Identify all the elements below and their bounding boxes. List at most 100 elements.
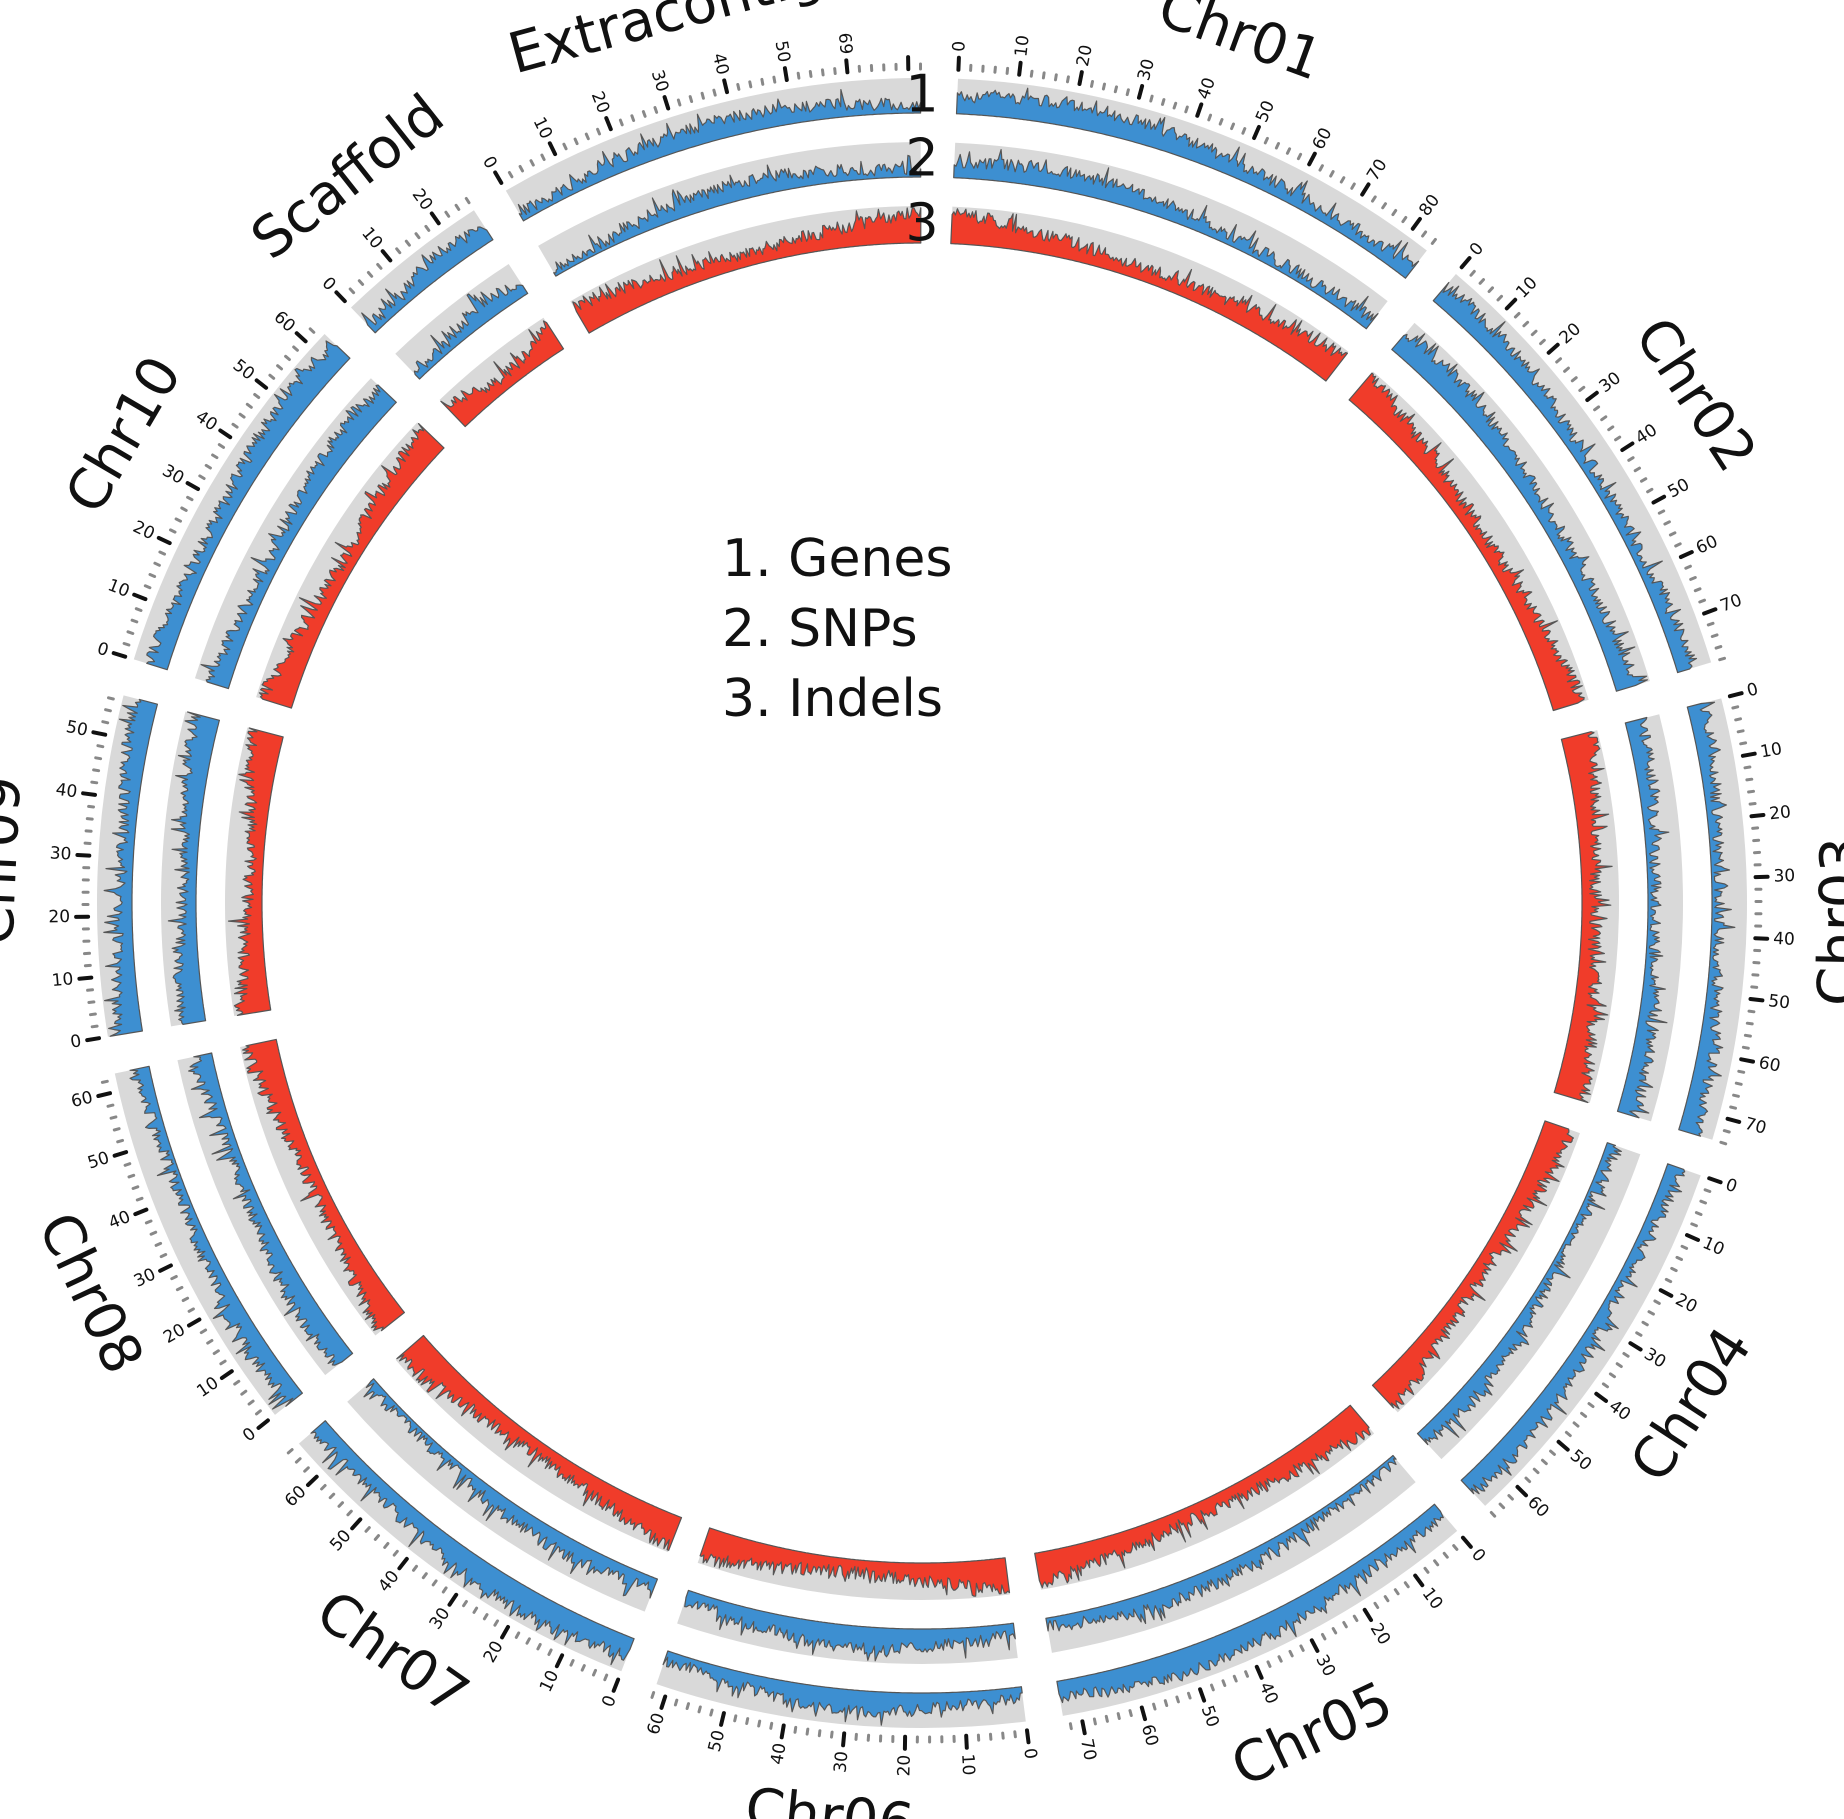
tick-label: 30 [1134, 57, 1159, 83]
tick-major [1707, 1176, 1723, 1185]
tick-minor [1041, 71, 1046, 80]
tick-major [1461, 1535, 1473, 1549]
tick-minor [404, 239, 411, 247]
tick-label: 60 [1523, 1492, 1552, 1521]
tick-major [964, 1733, 969, 1750]
tick-label: 60 [1309, 125, 1337, 153]
tick-minor [748, 80, 753, 89]
tick-minor [1241, 127, 1247, 135]
tick-major [1748, 997, 1765, 1003]
tick-minor [1653, 1299, 1661, 1305]
tick-minor [143, 584, 152, 590]
tick-minor [1116, 1712, 1121, 1720]
tick-minor [112, 1127, 121, 1132]
tick-minor [1690, 1222, 1698, 1228]
tick-minor [1668, 531, 1677, 537]
tick-minor [303, 1466, 310, 1473]
tick-minor [1664, 1277, 1673, 1284]
tick-minor [233, 1379, 241, 1386]
tick-minor [462, 1600, 468, 1608]
tick-minor [1277, 1655, 1283, 1663]
tick-label: 30 [1773, 866, 1795, 887]
tick-label: 10 [1759, 739, 1784, 763]
tick-minor [772, 75, 777, 84]
tick-minor [170, 1275, 178, 1281]
tick-minor [793, 1725, 798, 1734]
tick-label: 40 [1773, 929, 1795, 950]
tick-label: 40 [1605, 1396, 1634, 1425]
tick-major [1362, 1607, 1373, 1622]
track-number-labels: 123 [905, 65, 938, 254]
tick-label: 20 [480, 1638, 508, 1667]
tick-minor [1736, 729, 1745, 734]
tick-minor [1149, 94, 1154, 103]
tick-major [1195, 102, 1204, 118]
segment-label-chr02: Chr02 [1622, 306, 1769, 483]
tick-minor [1647, 1310, 1655, 1316]
tick-minor [1329, 170, 1335, 178]
tick-minor [238, 412, 246, 419]
tick-minor [769, 1721, 774, 1730]
track-3-chr07 [396, 1334, 683, 1551]
tick-minor [421, 1572, 428, 1580]
tick-minor [154, 1241, 163, 1247]
tick-minor [94, 756, 103, 761]
tick-major [256, 1418, 270, 1430]
tick-minor [1555, 357, 1562, 364]
tick-minor [1734, 717, 1742, 722]
tick-minor [1600, 415, 1608, 422]
tick-label: 10 [957, 1753, 978, 1776]
segment-label-scaffold: Scaffold [240, 82, 456, 272]
tick-major [158, 1263, 173, 1273]
tick-label: 50 [1252, 98, 1279, 126]
tick-minor [592, 1668, 597, 1677]
tick-minor [1403, 1581, 1410, 1589]
tick-minor [712, 88, 717, 97]
tick-minor [1739, 741, 1748, 746]
tick-minor [745, 1717, 750, 1725]
tick-minor [1693, 587, 1702, 593]
tick-minor [796, 71, 801, 80]
tick-label: 20 [160, 1320, 189, 1348]
tick-minor [1578, 385, 1586, 392]
tick-major [1749, 813, 1766, 819]
tick-minor [1731, 705, 1740, 710]
track-3-chr05 [1034, 1404, 1371, 1589]
tick-minor [292, 345, 299, 352]
tick-minor [1401, 216, 1408, 224]
legend: 1. Genes 2. SNPs 3. Indels [722, 529, 952, 729]
tick-minor [1732, 1093, 1740, 1098]
tick-minor [1068, 1722, 1073, 1731]
tick-minor [1718, 656, 1726, 662]
tick-minor [1391, 209, 1398, 217]
tick-minor [653, 106, 659, 114]
tick-minor [518, 165, 524, 173]
track-3-chr03 [1553, 731, 1613, 1104]
tick-major [782, 66, 789, 82]
track-1-chr06 [662, 1650, 1023, 1726]
tick-label: 20 [1556, 319, 1585, 348]
tick-label: 60 [69, 1088, 95, 1112]
track-1-chr08 [129, 1065, 303, 1410]
tick-minor [148, 573, 157, 578]
tick-major [111, 651, 128, 659]
track-3-chr09 [227, 727, 284, 1016]
tick-minor [1507, 1494, 1514, 1501]
tick-minor [92, 768, 101, 773]
tick-minor [1572, 1421, 1580, 1428]
tick-minor [245, 402, 253, 409]
tick-label: 60 [1137, 1722, 1162, 1748]
tick-minor [1452, 1544, 1459, 1551]
tick-minor [1090, 80, 1094, 88]
tick-minor [1352, 1614, 1359, 1622]
tick-label: 20 [1073, 43, 1097, 68]
tick-minor [650, 1691, 656, 1699]
tick-label: 10 [193, 1373, 222, 1402]
tick-minor [186, 495, 194, 502]
track-number-1: 1 [905, 65, 938, 125]
tick-minor [464, 197, 471, 205]
tick-label: 70 [1742, 1114, 1768, 1139]
tick-major [547, 141, 558, 157]
